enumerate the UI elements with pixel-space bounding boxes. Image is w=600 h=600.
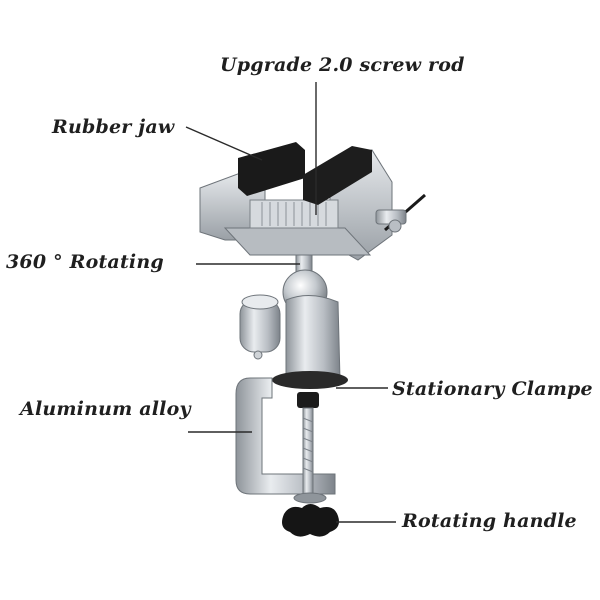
rotating-handle-knob [282, 504, 339, 537]
clamp-housing [239, 294, 341, 386]
rubber-jaw-right [303, 146, 372, 205]
clamp-screw [293, 392, 327, 504]
stationary-clamp-collar [272, 371, 348, 389]
label-screw-rod: Upgrade 2.0 screw rod [220, 54, 465, 76]
label-360-rotating: 360 ° Rotating [6, 251, 164, 273]
label-rubber-jaw: Rubber jaw [52, 116, 175, 138]
vise-head [199, 142, 426, 261]
label-aluminum-alloy: Aluminum alloy [20, 398, 191, 420]
c-frame [235, 377, 336, 495]
screw-rod [261, 202, 327, 226]
label-stationary-clamp: Stationary Clampe [392, 378, 593, 400]
leader-lines [185, 82, 396, 523]
rubber-jaw-left [238, 142, 305, 196]
label-rotating-handle: Rotating handle [402, 510, 577, 532]
